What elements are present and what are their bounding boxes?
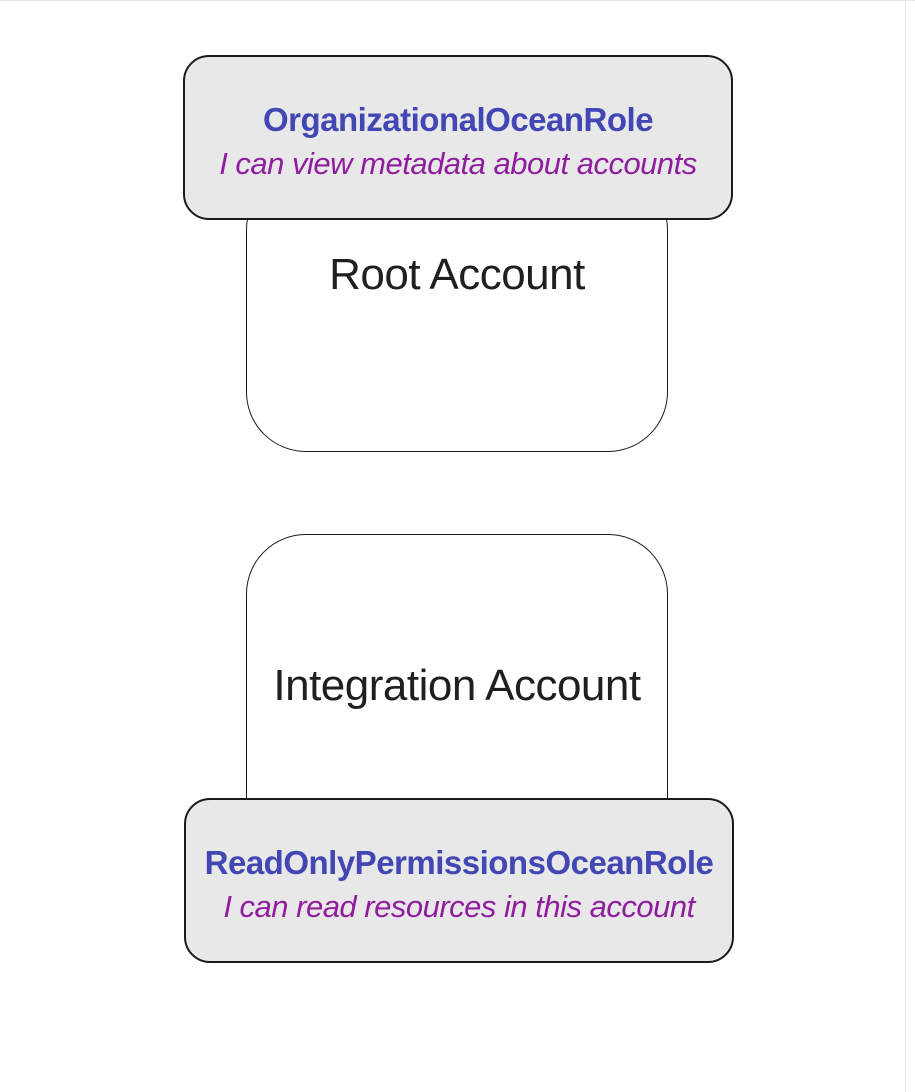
right-edge-divider <box>905 0 906 1092</box>
integration-account-label: Integration Account <box>273 661 641 710</box>
root-account-label: Root Account <box>329 250 585 299</box>
read-only-permissions-ocean-role-description: I can read resources in this account <box>223 888 695 924</box>
read-only-permissions-ocean-role-box: ReadOnlyPermissionsOceanRole I can read … <box>184 798 734 963</box>
organizational-ocean-role-description: I can view metadata about accounts <box>219 145 697 181</box>
read-only-permissions-ocean-role-name: ReadOnlyPermissionsOceanRole <box>204 843 714 881</box>
organizational-ocean-role-name: OrganizationalOceanRole <box>262 100 654 138</box>
top-edge-divider <box>0 0 915 1</box>
organizational-ocean-role-box: OrganizationalOceanRole I can view metad… <box>183 55 733 220</box>
